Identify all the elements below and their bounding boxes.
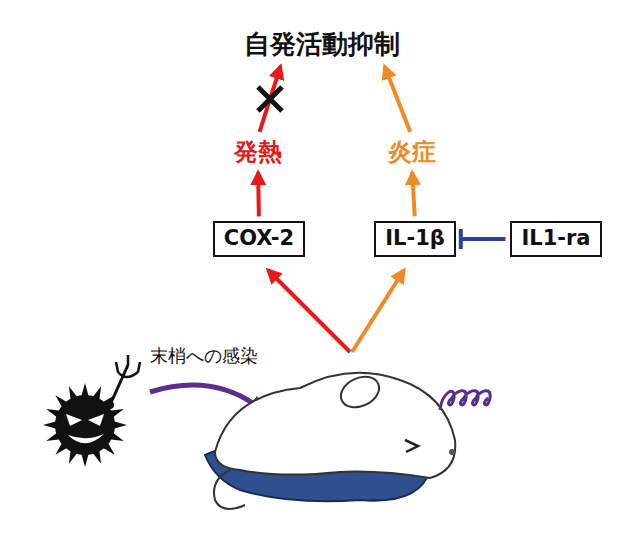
mouse-nose	[449, 449, 455, 455]
sleep-squiggle	[440, 391, 490, 410]
mouse-eye	[405, 440, 418, 452]
node-text: 炎症	[388, 138, 436, 167]
block-cross	[258, 87, 282, 111]
infection-arrow	[268, 270, 350, 352]
node-text: 自発活動抑制	[244, 29, 400, 60]
node-text: 発熱	[234, 138, 282, 167]
inhibition-line	[461, 237, 506, 241]
mouse-ear	[336, 371, 384, 413]
causal-arrow	[256, 172, 261, 216]
node-text: IL1-ra	[521, 226, 590, 251]
effect-label: 炎症	[386, 137, 438, 168]
infection-label: 末梢への感染	[150, 344, 258, 368]
node-text: COX-2	[224, 226, 294, 251]
molecule-box: COX-2	[213, 221, 305, 256]
result-label: 自発活動抑制	[242, 28, 402, 61]
causal-arrow	[412, 172, 414, 216]
molecule-box: IL1-ra	[510, 221, 601, 256]
bacterium	[43, 355, 140, 467]
mouse-body	[215, 373, 455, 478]
molecule-box: IL-1β	[374, 221, 456, 256]
causal-arrow	[385, 66, 411, 132]
mouse-tail	[214, 470, 245, 509]
infection-arrow	[352, 270, 404, 352]
effect-label: 発熱	[232, 137, 284, 168]
node-text: IL-1β	[385, 226, 445, 251]
